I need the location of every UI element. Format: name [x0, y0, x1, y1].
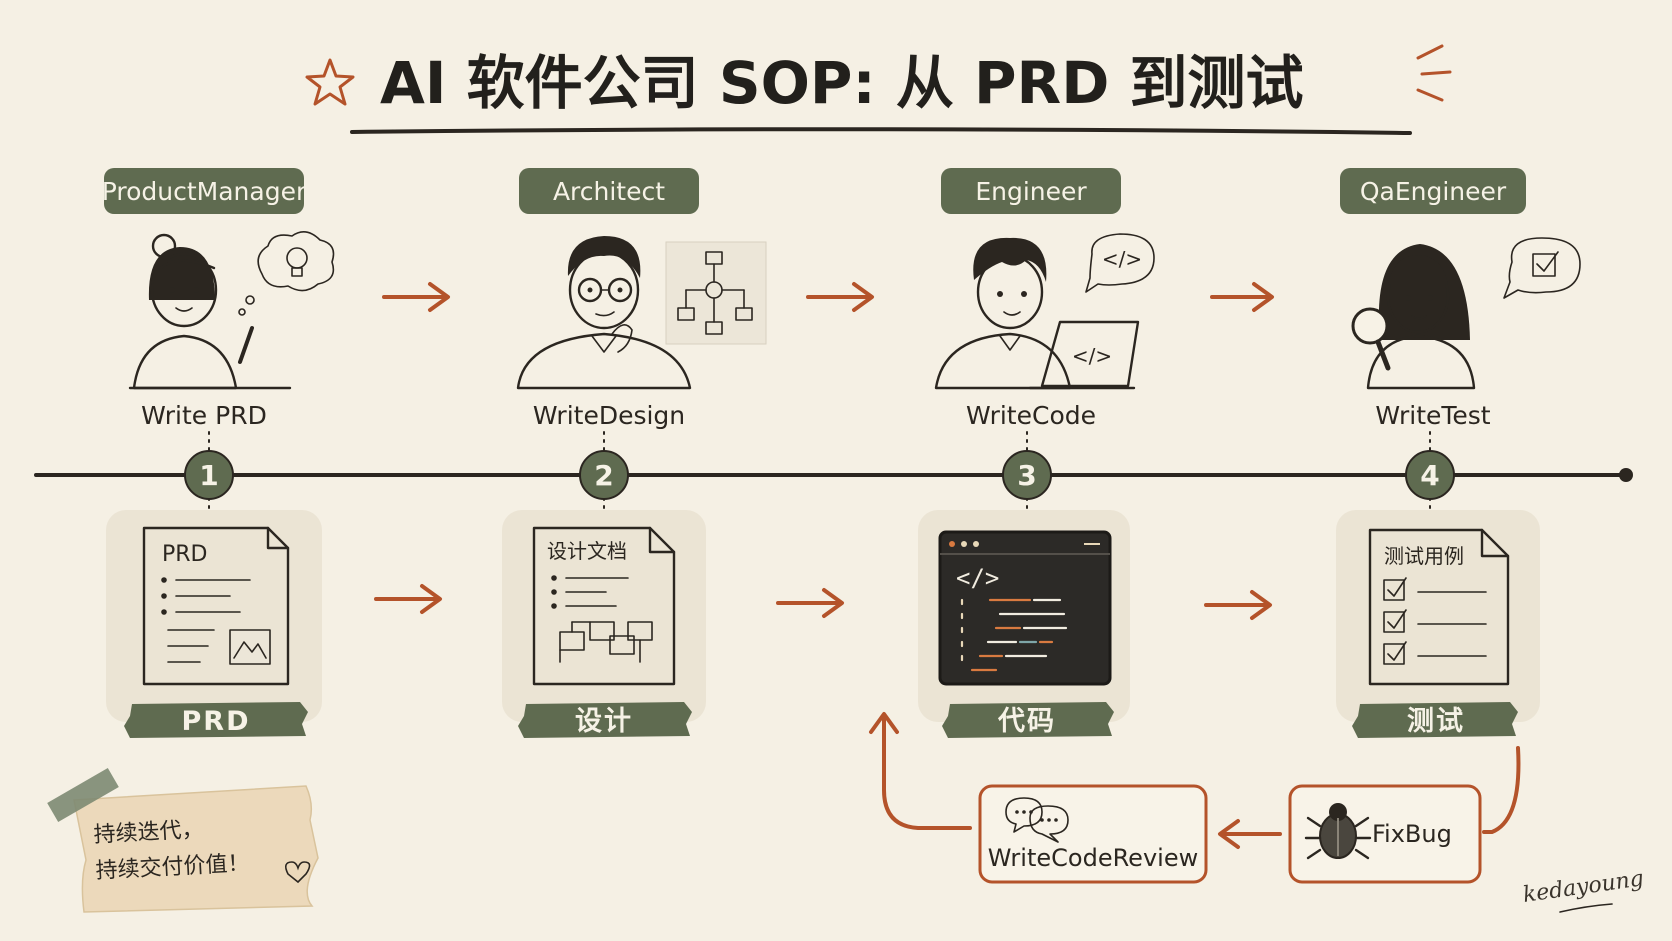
code-bubble-text: </> [1102, 247, 1142, 271]
sticky-note-line1: 持续迭代， [93, 817, 204, 848]
output-banner-text: 测试 [1407, 706, 1465, 737]
prd-doc-title: PRD [162, 542, 208, 567]
code-bubble-icon: </> [1085, 233, 1155, 293]
step-number: 3 [1017, 459, 1036, 492]
loop-arrow-left [1218, 819, 1282, 849]
title-underline [350, 127, 1412, 135]
action-label-writetest: WriteTest [1375, 401, 1490, 430]
output-banner-test: 测试 [1352, 702, 1518, 738]
output-banner-design: 设计 [518, 702, 692, 738]
bottom-arrow-2 [776, 588, 844, 618]
fixbug-box: FixBug [1288, 784, 1482, 884]
bottom-arrow-3 [1204, 590, 1272, 620]
flowchart-icon [665, 241, 767, 345]
codereview-box: WriteCodeReview [978, 784, 1208, 884]
bottom-arrow-1 [374, 584, 442, 614]
top-arrow-3 [1210, 282, 1274, 312]
test-document-icon: 测试用例 [1368, 528, 1510, 686]
prd-document-icon: PRD [142, 526, 290, 686]
output-banner-text: 设计 [575, 706, 633, 737]
title-spark-marks [1416, 44, 1452, 102]
output-card-bg-design [502, 510, 706, 722]
output-card-bg-test [1336, 510, 1540, 722]
step-number: 2 [594, 459, 613, 492]
test-doc-title: 测试用例 [1384, 544, 1464, 568]
role-label-text: ProductManager [102, 177, 307, 206]
sticky-note: 持续迭代， 持续交付价值！ [47, 767, 319, 913]
timeline-end-dot [1619, 468, 1633, 482]
role-label-text: QaEngineer [1360, 177, 1507, 206]
role-label-engineer: Engineer [941, 168, 1121, 214]
loop-arrow-up [869, 712, 972, 830]
signature: kedayoung [1521, 866, 1645, 913]
code-terminal-text: </> [956, 564, 999, 592]
page-title: AI 软件公司 SOP: 从 PRD 到测试 [380, 49, 1304, 117]
design-document-icon: 设计文档 [532, 526, 676, 686]
signature-text: kedayoung [1521, 866, 1645, 908]
output-banner-prd: PRD [124, 702, 308, 738]
action-label-writecode: WriteCode [966, 401, 1096, 430]
checkbox-bubble-icon [1503, 237, 1581, 299]
engineer-figure [934, 237, 1072, 390]
fixbug-label: FixBug [1372, 820, 1452, 848]
top-arrow-1 [382, 282, 450, 312]
lightbulb-icon [238, 231, 335, 316]
step-marker-2: 2 [579, 450, 629, 500]
top-arrow-2 [806, 282, 874, 312]
output-banner-text: 代码 [997, 706, 1056, 737]
action-label-writedesign: WriteDesign [533, 401, 685, 430]
step-marker-3: 3 [1002, 450, 1052, 500]
architect-figure [516, 236, 692, 390]
heart-icon [284, 861, 311, 884]
role-label-architect: Architect [519, 168, 699, 214]
magnifier-icon [1351, 307, 1391, 371]
role-label-productmanager: ProductManager [102, 168, 307, 214]
action-label-writeprd: Write PRD [141, 401, 267, 430]
output-banner-code: 代码 [942, 702, 1114, 738]
bug-icon [1304, 803, 1372, 860]
laptop-icon: </> [1028, 320, 1140, 390]
qaengineer-figure [1366, 244, 1476, 390]
productmanager-figure [128, 233, 292, 390]
output-card-bg-prd [106, 510, 322, 722]
step-marker-1: 1 [184, 450, 234, 500]
design-doc-title: 设计文档 [547, 539, 627, 563]
code-terminal-icon: </> [938, 530, 1112, 686]
role-label-qaengineer: QaEngineer [1340, 168, 1526, 214]
chat-icon [1005, 797, 1069, 843]
title-star-icon [305, 58, 355, 106]
codereview-label: WriteCodeReview [988, 844, 1198, 872]
step-number: 1 [199, 459, 218, 492]
role-label-text: Architect [553, 177, 665, 206]
step-number: 4 [1420, 459, 1439, 492]
laptop-code-text: </> [1072, 344, 1112, 368]
loop-arrow-down [1482, 746, 1521, 834]
output-banner-text: PRD [182, 706, 251, 737]
step-marker-4: 4 [1405, 450, 1455, 500]
role-label-text: Engineer [975, 177, 1087, 206]
